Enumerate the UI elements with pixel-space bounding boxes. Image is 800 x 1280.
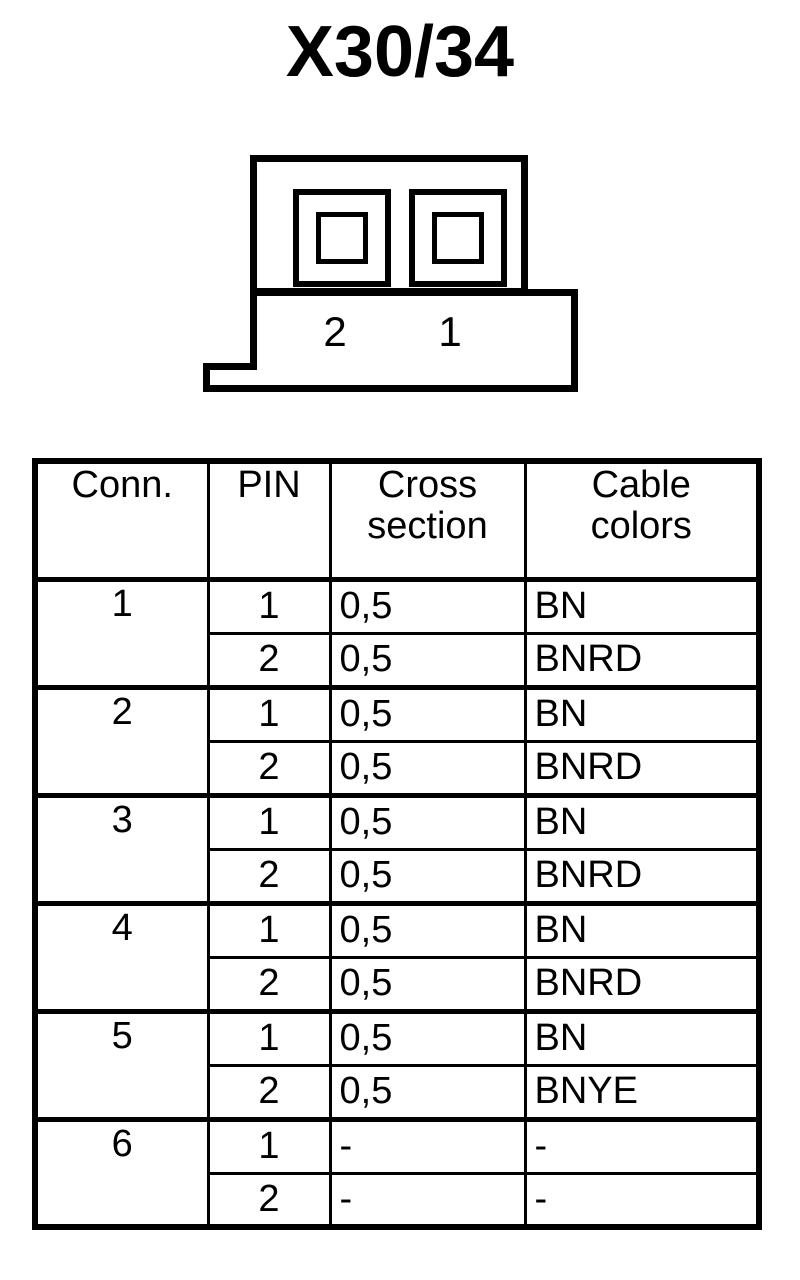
cell-cable-color: BN [523,1008,761,1067]
cell-cross-section: 0,5 [328,739,527,797]
cell-cable-color: BN [523,684,761,743]
cell-cable-color: BNRD [523,955,761,1013]
connector-housing [250,155,528,295]
cell-cross-section: - [328,1116,527,1175]
column-header-conn: Conn. [33,459,210,581]
cell-pin: 2 [206,1063,332,1121]
cell-cable-color: - [523,1116,761,1175]
connector-latch-tab [203,363,257,392]
cell-pin: 2 [206,1171,332,1229]
cell-cable-color: BN [523,576,761,635]
cell-cable-color: - [523,1171,761,1229]
cell-pin: 1 [206,576,332,635]
cell-cross-section: 0,5 [328,684,527,743]
cell-cable-color: BNRD [523,847,761,905]
cell-cross-section: 0,5 [328,847,527,905]
cell-pin: 2 [206,955,332,1013]
cell-pin: 1 [206,900,332,959]
table-header: Conn. PIN Cross section Cable colors [33,459,761,581]
cell-conn: 5 [33,1008,210,1121]
cell-pin: 2 [206,631,332,689]
pin-contact-2 [316,212,368,264]
cell-conn: 3 [33,792,210,905]
table-header-row: Conn. PIN Cross section Cable colors [33,459,761,581]
cell-pin: 2 [206,739,332,797]
cell-cross-section: 0,5 [328,792,527,851]
connector-body [250,289,578,392]
cell-cable-color: BNRD [523,631,761,689]
cell-pin: 2 [206,847,332,905]
cable-colors-line-1: Cable [591,464,691,506]
cell-cross-section: 0,5 [328,900,527,959]
column-header-pin: PIN [206,459,332,581]
cell-cable-color: BN [523,792,761,851]
connector-diagram: 2 1 [0,145,800,400]
cross-section-line-2: section [367,505,488,548]
column-header-cross-section: Cross section [328,459,527,581]
cell-conn: 2 [33,684,210,797]
cell-pin: 1 [206,792,332,851]
cross-section-line-1: Cross [377,464,478,506]
cell-cross-section: 0,5 [328,631,527,689]
cell-conn: 4 [33,900,210,1013]
terminal-cavity-2 [293,189,391,287]
terminal-cavity-1 [409,189,507,287]
pin-contact-1 [432,212,484,264]
cell-cross-section: 0,5 [328,576,527,635]
cable-colors-line-2: colors [590,505,692,548]
cell-cable-color: BNRD [523,739,761,797]
connector-pin-label-2: 2 [323,308,347,355]
cell-cable-color: BN [523,900,761,959]
cell-cross-section: 0,5 [328,1063,527,1121]
cell-pin: 1 [206,1116,332,1175]
cell-cross-section: 0,5 [328,1008,527,1067]
cell-conn: 6 [33,1116,210,1229]
cell-pin: 1 [206,684,332,743]
cell-cable-color: BNYE [523,1063,761,1121]
cell-cross-section: - [328,1171,527,1229]
page-title: X30/34 [285,12,515,92]
table-row: 2-- [35,1171,761,1229]
cell-conn: 1 [33,576,210,689]
cell-pin: 1 [206,1008,332,1067]
cell-cross-section: 0,5 [328,955,527,1013]
column-header-cable-colors: Cable colors [523,459,761,581]
connector-pin-label-1: 1 [438,308,462,355]
